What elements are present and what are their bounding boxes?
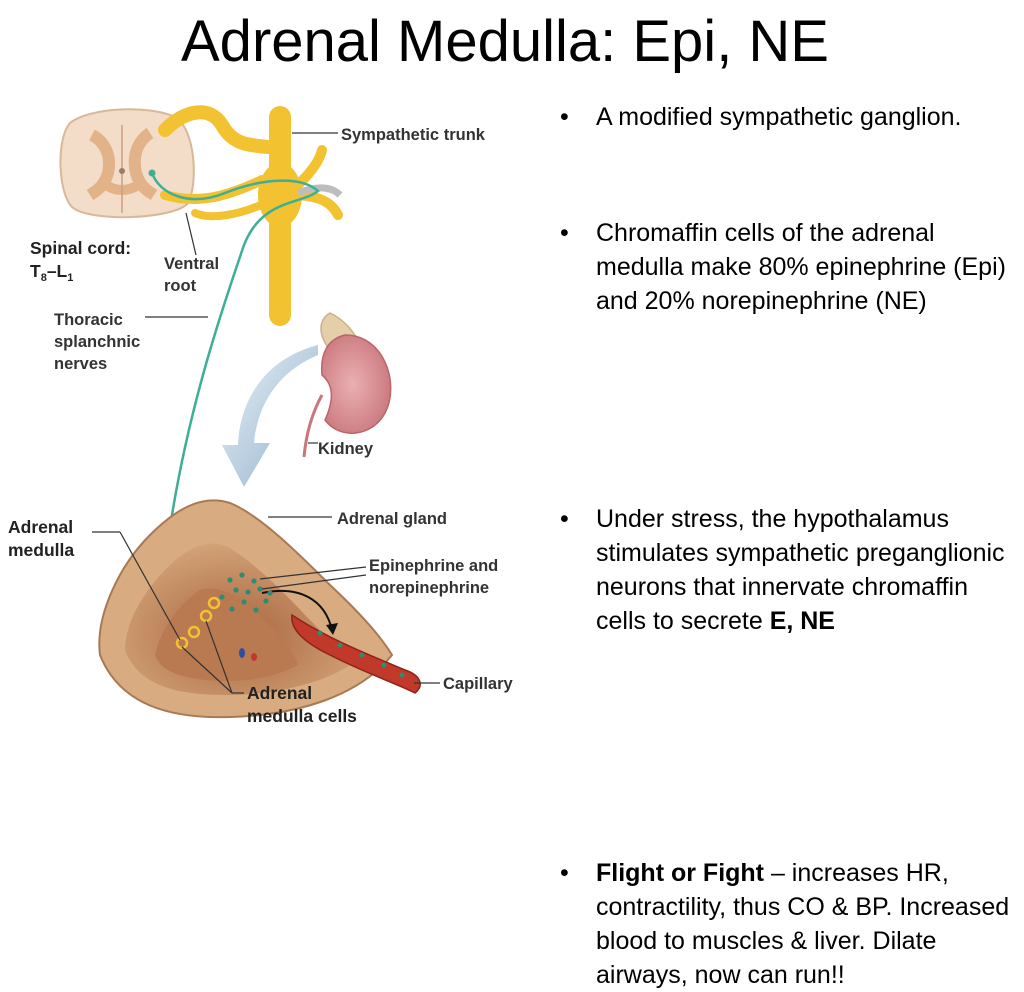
label-spinal-cord: Spinal cord: (30, 238, 131, 258)
label-medulla-cells-2: medulla cells (247, 706, 357, 726)
label-thoracic-3: nerves (54, 355, 107, 373)
label-epi-ne-2: norepinephrine (369, 579, 489, 597)
label-spinal-level: T8–L1 (30, 261, 73, 284)
label-adrenal-medulla-2: medulla (8, 540, 74, 560)
leader-lines (92, 132, 440, 694)
label-capillary: Capillary (443, 675, 514, 693)
label-thoracic-2: splanchnic (54, 333, 140, 351)
label-epi-ne-1: Epinephrine and (369, 557, 498, 575)
slide-title: Adrenal Medulla: Epi, NE (181, 9, 829, 74)
bullet-chromaffin-cells: Chromaffin cells of the adrenal medulla … (556, 216, 1018, 318)
gray-ramus (296, 184, 343, 198)
label-ventral-root-1: Ventral (164, 255, 219, 273)
label-ventral-root-2: root (164, 277, 197, 295)
label-adrenal-medulla-1: Adrenal (8, 517, 73, 537)
adrenal-anatomy-figure: Sympathetic trunk Spinal cord: T8–L1 Ven… (8, 105, 514, 726)
sympathetic-ganglion (258, 163, 302, 227)
hormone-granules (219, 572, 273, 613)
capillary (291, 613, 421, 694)
label-adrenal-gland: Adrenal gland (337, 510, 447, 528)
medulla-cells (175, 596, 221, 650)
bullet-list: A modified sympathetic ganglion. Chromaf… (556, 100, 1018, 989)
bullet-modified-ganglion: A modified sympathetic ganglion. (556, 100, 1018, 134)
label-kidney: Kidney (318, 440, 374, 458)
label-thoracic-1: Thoracic (54, 311, 123, 329)
label-medulla-cells-1: Adrenal (247, 683, 312, 703)
kidney (302, 312, 392, 458)
bullet-flight-or-fight: Flight or Fight – increases HR, contract… (556, 856, 1018, 992)
label-sympathetic-trunk: Sympathetic trunk (341, 126, 486, 144)
adrenal-gland (98, 499, 394, 719)
neuron-body (148, 169, 156, 177)
secretion-arrow (261, 589, 333, 631)
bullet-under-stress: Under stress, the hypothalamus stimulate… (556, 502, 1018, 638)
zoom-arrow (222, 345, 318, 487)
